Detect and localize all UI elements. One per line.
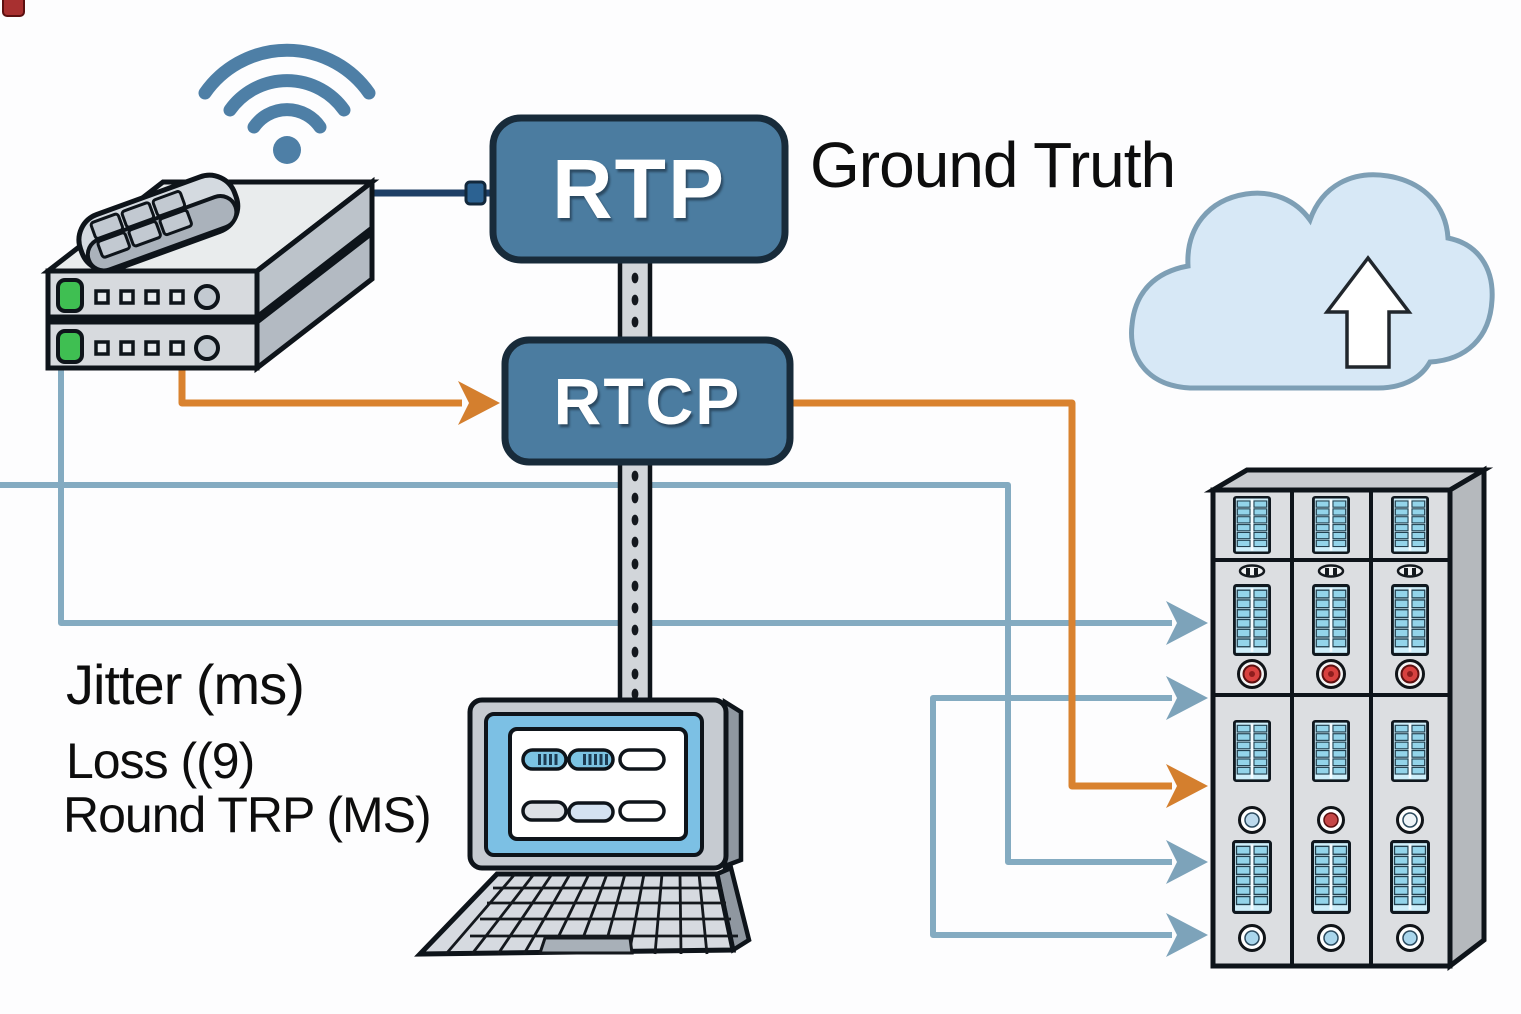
spacebar-key: [537, 936, 634, 955]
wifi-icon: [198, 43, 376, 164]
keyboard-grid: [444, 873, 738, 955]
rtcp-node: [501, 336, 794, 466]
flow-line-orange-to-rtcp: [178, 367, 462, 407]
set-top-box-icon: [40, 172, 380, 374]
metric-jitter-label: Jitter (ms): [66, 653, 305, 716]
arrowhead-steel-3: [1166, 840, 1208, 884]
laptop-icon: [414, 697, 752, 957]
knob-2: [194, 335, 220, 361]
remote-control-icon: [76, 172, 241, 274]
ground-truth-label: Ground Truth: [810, 129, 1176, 201]
power-led-green-1: [56, 278, 84, 313]
arrowhead-steel-1: [1166, 601, 1208, 645]
server-rack-icon: [1203, 465, 1494, 972]
connector-plug-icon: [464, 180, 487, 206]
corner-artifact: [2, 0, 25, 17]
front-panel-buttons: [94, 289, 185, 356]
rack-bottom-buttons: [1238, 924, 1424, 952]
rack-mid-buttons: [1238, 806, 1424, 834]
upload-arrow-icon: [1323, 255, 1413, 369]
flow-line-steel-settopbox: [58, 367, 1172, 626]
rack-red-buttons: [1237, 659, 1425, 689]
rtcp-node-label: RTCP: [553, 364, 742, 438]
arrowhead-orange-rack: [1166, 764, 1208, 808]
screen-widgets: [521, 748, 666, 823]
flow-line-navy-to-rtp: [373, 180, 493, 206]
metric-loss-label: Loss ((9): [66, 733, 255, 789]
flow-line-steel-bracket: [930, 695, 1172, 938]
metric-round-trp-label: Round TRP (MS): [63, 787, 432, 843]
power-led-green-2: [56, 329, 84, 364]
rtp-node: [489, 114, 789, 264]
knob-1: [194, 284, 220, 310]
rack-indicator-ovals: [1238, 564, 1424, 578]
arrowhead-steel-2: [1166, 676, 1208, 720]
dashed-link-bar: [617, 253, 653, 709]
arrowheads: [458, 381, 1208, 957]
rtp-node-label: RTP: [552, 141, 726, 236]
cloud-upload-icon: [1129, 172, 1495, 391]
arrowhead-steel-4: [1166, 913, 1208, 957]
flow-line-steel-left-edge: [0, 482, 1172, 865]
flow-line-orange-rtcp-to-rack: [790, 399, 1172, 790]
arrowhead-orange-rtcp: [458, 381, 500, 425]
